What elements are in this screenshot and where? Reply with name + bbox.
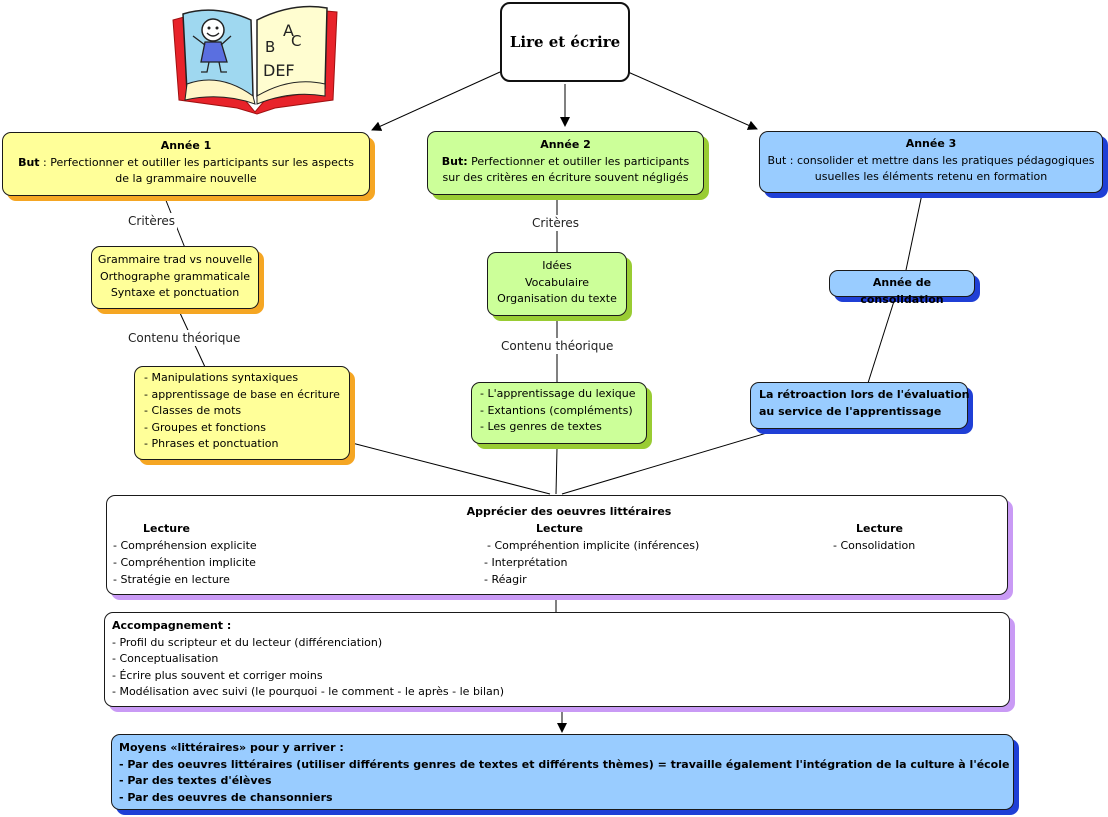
content-item: - Phrases et ponctuation (144, 437, 279, 450)
year3-goal-text: But : consolider et mettre dans les prat… (767, 153, 1095, 167)
content-item: - L'apprentissage du lexique (480, 387, 636, 400)
link-content1-appreciate (351, 442, 551, 495)
support-title: Accompagnement : (112, 619, 232, 632)
year1-goal-sep: : (39, 155, 51, 169)
support-item: - Modélisation avec suivi (le pourquoi -… (112, 685, 505, 698)
year3-heading: Année 3 (905, 137, 957, 150)
support-item: - Écrire plus souvent et corriger moins (112, 668, 323, 682)
open-book-icon: A B C DEF (172, 5, 338, 115)
appreciate-node[interactable]: Apprécier des oeuvres littéraires Lectur… (106, 495, 1008, 595)
year2-criteria-label: Critères (530, 215, 582, 231)
content-item: - Manipulations syntaxiques (144, 371, 299, 384)
year1-goal-label: But (18, 155, 40, 169)
means-title: Moyens «littéraires» pour y arriver : (119, 741, 344, 754)
reading-item: - Interprétation (484, 556, 568, 569)
support-item: - Conceptualisation (112, 652, 219, 665)
year1-criteria-label: Critères (126, 213, 178, 229)
criteria-item: Idées (542, 259, 572, 272)
reading-heading: Lecture (536, 522, 583, 535)
support-item: - Profil du scripteur et du lecteur (dif… (112, 635, 383, 649)
content-item: - Les genres de textes (480, 420, 602, 433)
svg-text:A: A (283, 21, 294, 40)
year2-heading: Année 2 (540, 138, 591, 151)
criteria-item: Orthographe grammaticale (99, 269, 251, 283)
content-item: - Classes de mots (144, 404, 242, 417)
criteria-item: Grammaire trad vs nouvelle (97, 253, 253, 266)
feedback-node[interactable]: La rétroaction lors de l'évaluation au s… (750, 382, 970, 429)
reading-item: - Compréhention implicite (113, 556, 256, 569)
means-item: - Par des oeuvres de chansonniers (119, 790, 333, 804)
year2-content-node[interactable]: - L'apprentissage du lexique - Extantion… (471, 382, 647, 444)
year1-criteria-node[interactable]: Grammaire trad vs nouvelle Orthographe g… (91, 246, 259, 309)
year2-goal-text: Perfectionner et outiller les participan… (471, 154, 690, 168)
title-text: Lire et écrire (509, 33, 621, 51)
means-node[interactable]: Moyens «littéraires» pour y arriver : - … (111, 734, 1014, 810)
reading-item: - Compréhension explicite (113, 539, 257, 552)
year1-goal-text-2: de la grammaire nouvelle (115, 172, 257, 185)
support-node[interactable]: Accompagnement : - Profil du scripteur e… (104, 612, 1010, 707)
content-item: - apprentissage de base en écriture (144, 387, 340, 401)
reading-item: - Réagir (484, 573, 527, 586)
criteria-item: Vocabulaire (524, 275, 590, 289)
year1-node[interactable]: Année 1 But : Perfectionner et outiller … (2, 132, 370, 196)
svg-text:B: B (265, 38, 275, 56)
feedback-text-2: au service de l'apprentissage (759, 404, 942, 418)
reading-item: - Stratégie en lecture (113, 573, 230, 586)
year1-content-label: Contenu théorique (126, 330, 243, 346)
year2-content-label: Contenu théorique (499, 338, 616, 354)
year1-goal-text: Perfectionner et outiller les participan… (50, 155, 354, 169)
consolidation-text: Année de consolidation (860, 276, 944, 306)
content-item: - Groupes et fonctions (144, 420, 266, 434)
reading-heading: Lecture (143, 522, 190, 535)
link-feedback-appreciate (561, 431, 771, 495)
content-item: - Extantions (compléments) (480, 403, 633, 417)
link-consolidation-feedback (867, 297, 896, 384)
year1-heading: Année 1 (160, 139, 212, 152)
svg-text:DEF: DEF (263, 61, 295, 80)
reading-column-3: Lecture - Consolidation (833, 520, 915, 554)
year2-criteria-node[interactable]: Idées Vocabulaire Organisation du texte (487, 252, 627, 316)
feedback-text: La rétroaction lors de l'évaluation (759, 388, 970, 401)
year2-node[interactable]: Année 2 But: Perfectionner et outiller l… (427, 131, 704, 195)
year2-goal-text-2: sur des critères en écriture souvent nég… (442, 171, 689, 184)
means-item: - Par des oeuvres littéraires (utiliser … (119, 757, 1010, 771)
link-year3-consolidation (905, 193, 923, 271)
year1-content-node[interactable]: - Manipulations syntaxiques - apprentiss… (134, 366, 350, 460)
year3-node[interactable]: Année 3 But : consolider et mettre dans … (759, 131, 1103, 193)
svg-text:C: C (291, 32, 301, 50)
reading-heading: Lecture (856, 522, 903, 535)
reading-column-2: Lecture - Compréhention implicite (infér… (484, 520, 699, 588)
arrow-title-to-year3 (627, 71, 758, 130)
link-content2-appreciate (555, 447, 558, 495)
criteria-item: Organisation du texte (497, 292, 617, 305)
year3-goal-text-2: usuelles les éléments retenu en formatio… (814, 170, 1048, 183)
reading-item: - Consolidation (833, 539, 916, 552)
reading-column-1: Lecture - Compréhension explicite - Comp… (113, 520, 257, 588)
means-item: - Par des textes d'élèves (119, 774, 272, 787)
consolidation-node[interactable]: Année de consolidation (829, 270, 975, 306)
arrow-title-to-year1 (371, 71, 501, 131)
appreciate-title: Apprécier des oeuvres littéraires (466, 505, 672, 518)
reading-item: - Compréhention implicite (inférences) (487, 539, 700, 552)
title-node[interactable]: Lire et écrire (500, 2, 630, 82)
year2-goal-label: But: (441, 154, 468, 168)
criteria-item: Syntaxe et ponctuation (110, 286, 240, 299)
